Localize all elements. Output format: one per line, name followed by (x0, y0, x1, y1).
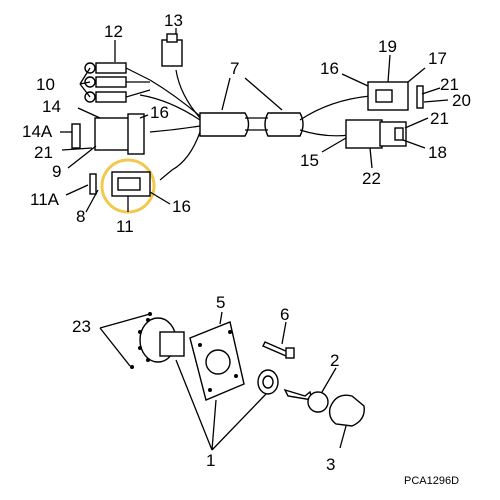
mounting-plate-5 (189, 321, 245, 401)
callout-5: 5 (216, 293, 225, 312)
callout-18: 18 (428, 143, 447, 162)
harness-sleeve-right (264, 112, 304, 137)
connector-19 (367, 81, 424, 111)
boot-3 (328, 394, 365, 427)
callout-21c: 21 (430, 109, 449, 128)
screw-6 (262, 341, 295, 359)
callout-16a: 16 (150, 103, 169, 122)
callout-9: 9 (52, 162, 61, 181)
callout-12: 12 (104, 22, 123, 41)
callout-3: 3 (326, 455, 335, 474)
callout-11a: 11A (30, 190, 60, 209)
callout-23: 23 (72, 317, 91, 336)
callout-16b: 16 (172, 197, 191, 216)
callout-21b: 21 (440, 75, 459, 94)
callout-7: 7 (230, 59, 239, 78)
wire-to-11 (159, 131, 201, 181)
callout-21a: 21 (34, 143, 53, 162)
callout-10: 10 (36, 75, 55, 94)
wiring-harness (60, 28, 449, 214)
callout-14a: 14A (22, 122, 53, 141)
wire-to-19 (299, 95, 371, 121)
callout-11: 11 (116, 217, 134, 236)
callout-17: 17 (428, 49, 447, 68)
callout-13: 13 (164, 11, 183, 30)
callout-1: 1 (206, 451, 215, 470)
ring-terminals (84, 62, 151, 103)
wire-to-16a (149, 125, 201, 133)
callout-2: 2 (330, 351, 339, 370)
callout-19: 19 (378, 37, 397, 56)
callout-20: 20 (452, 91, 471, 110)
callout-6: 6 (280, 305, 289, 324)
callout-22: 22 (362, 169, 381, 188)
callout-16c: 16 (320, 59, 339, 78)
callout-14: 14 (42, 97, 61, 116)
ignition-assembly (99, 311, 365, 451)
wire-to-22 (299, 129, 351, 137)
connector-11 (89, 171, 151, 197)
connector-13 (161, 33, 183, 67)
figure-reference: PCA1296D (404, 475, 459, 487)
callout-8: 8 (76, 207, 85, 226)
wire-to-12 (139, 79, 201, 121)
callout-15: 15 (300, 151, 319, 170)
nut (257, 369, 279, 395)
harness-wire-main (245, 117, 268, 131)
connector-9 (71, 113, 145, 155)
harness-sleeve-left (199, 112, 250, 137)
callouts: 12 13 10 7 14 16 14A 21 9 11A 8 11 16 19… (22, 11, 471, 487)
connector-22 (345, 119, 407, 149)
key-2 (283, 388, 329, 413)
wire-to-13 (175, 69, 201, 119)
ignition-switch (130, 312, 185, 369)
